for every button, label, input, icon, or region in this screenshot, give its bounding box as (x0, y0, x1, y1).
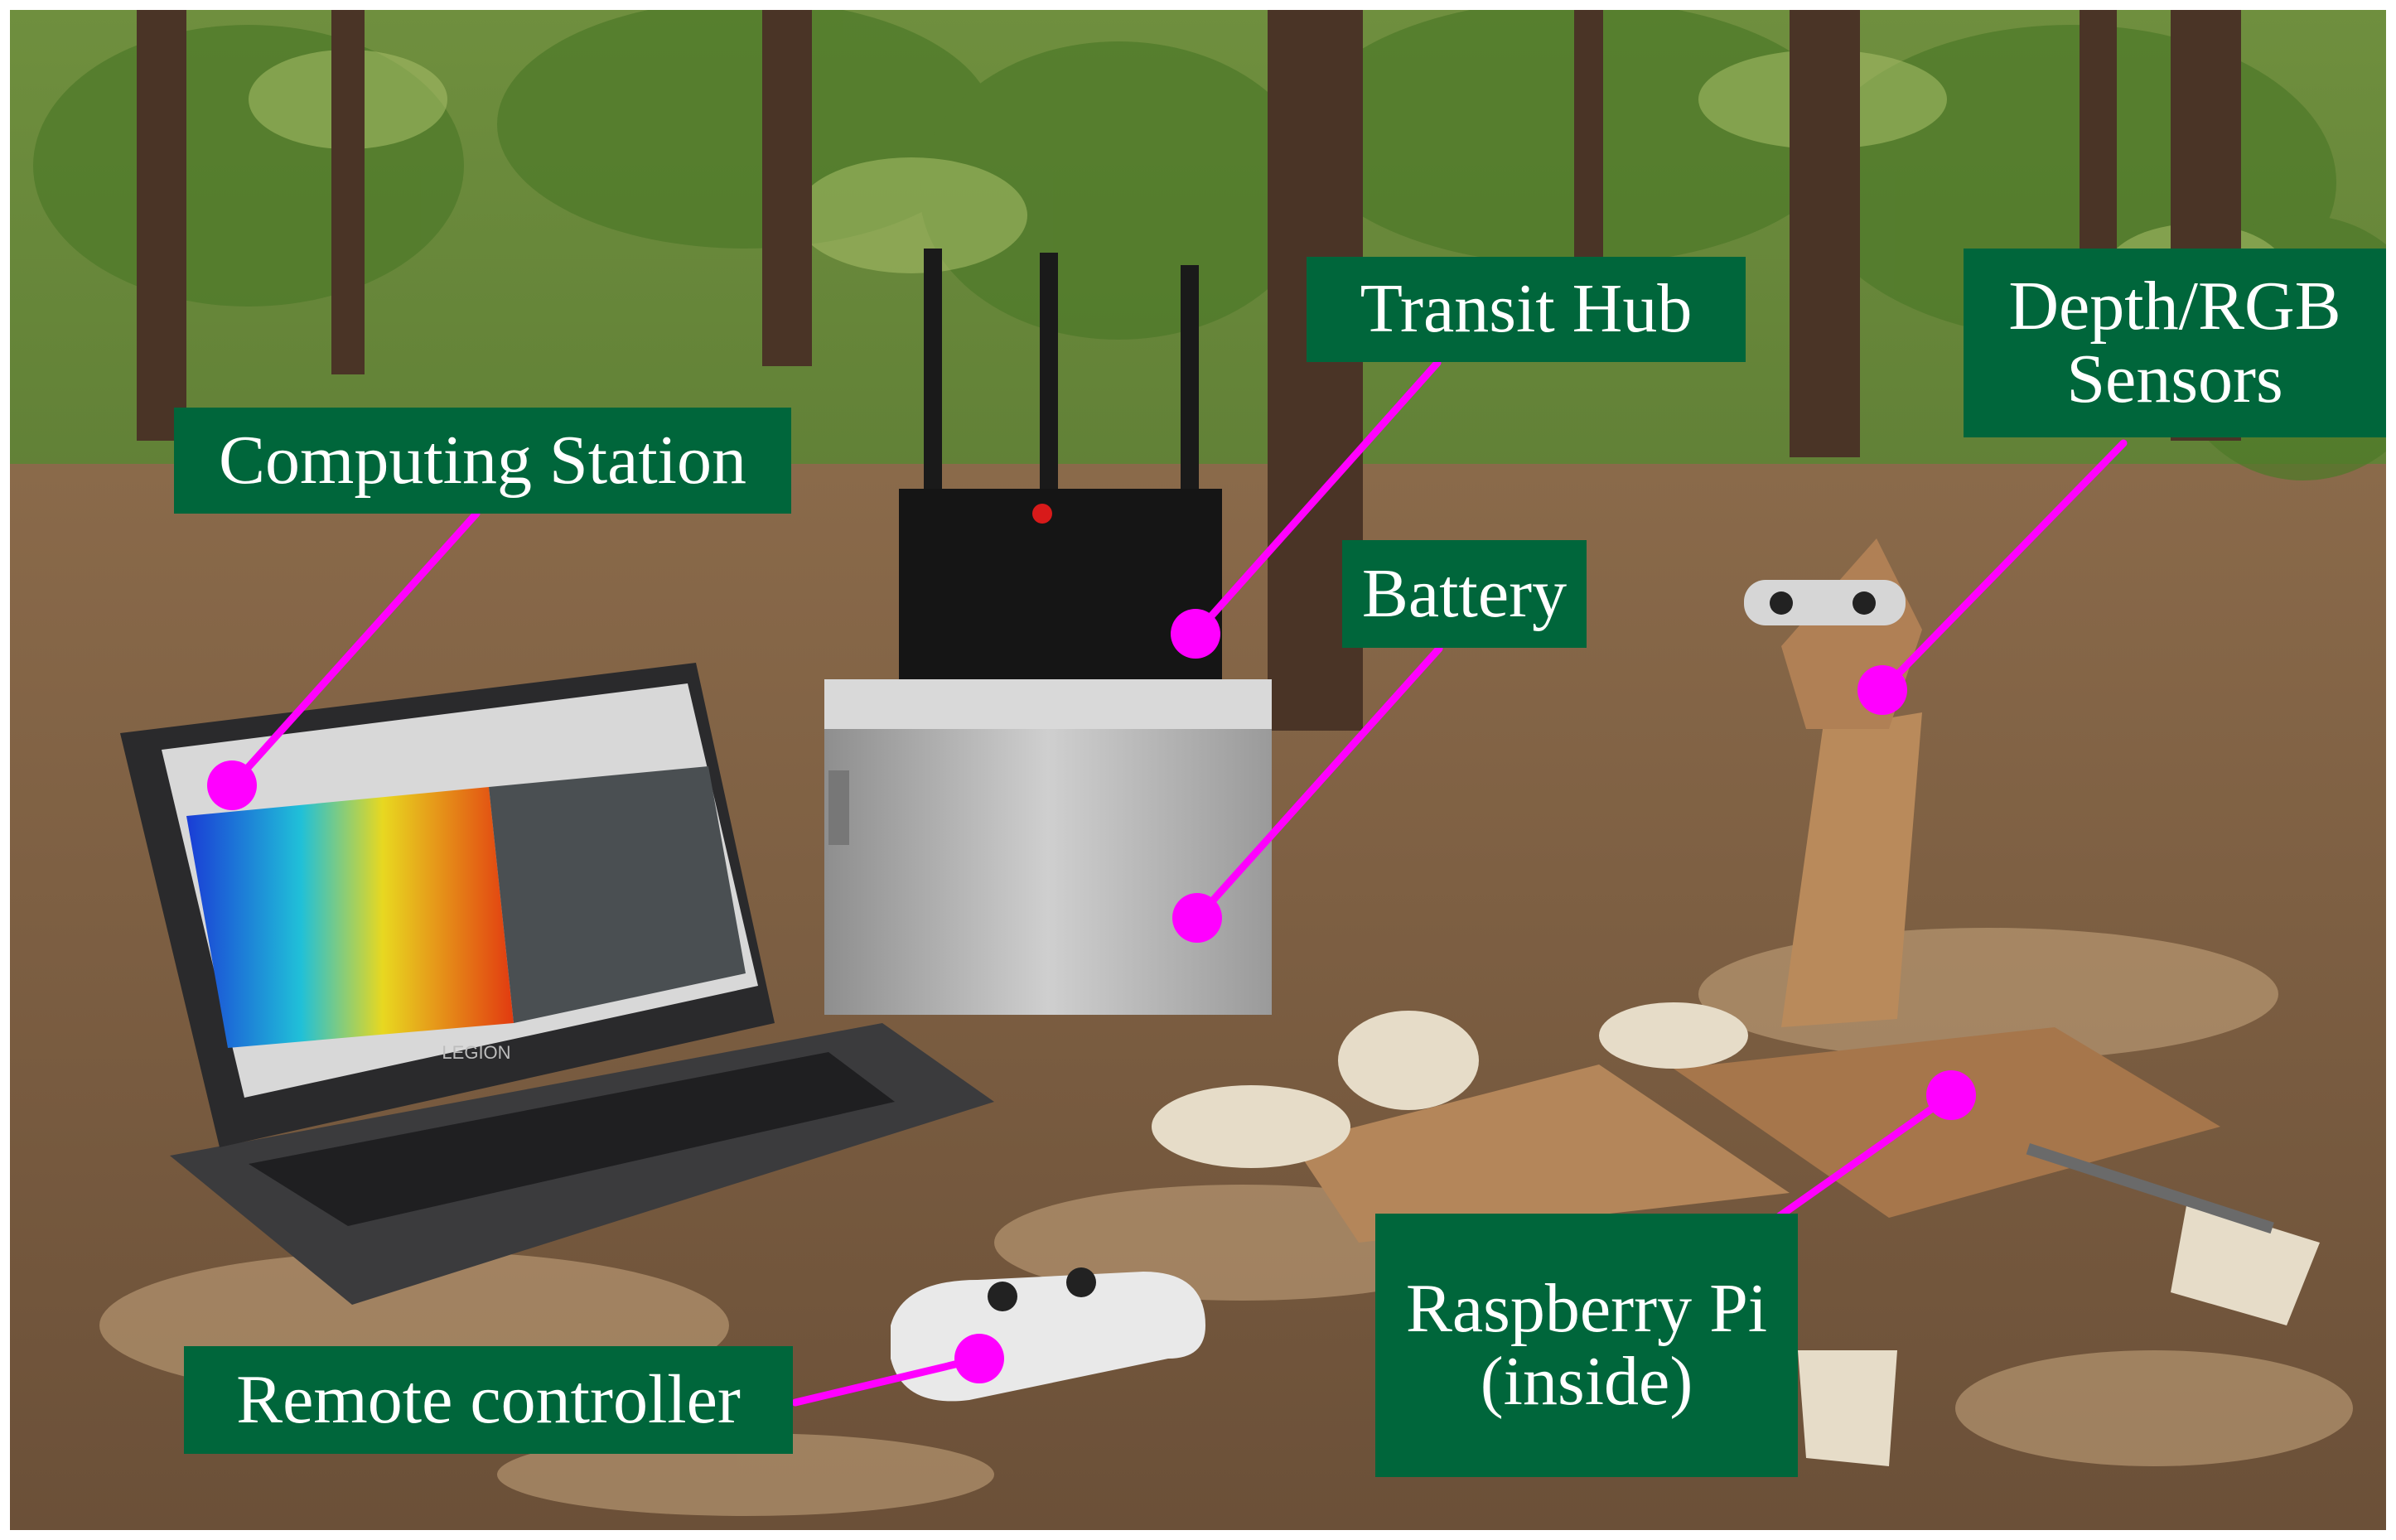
tree-trunks (137, 10, 2241, 731)
label-raspberry-pi-line2: (inside) (1480, 1343, 1693, 1420)
laptop-screen-depth-image (186, 787, 514, 1048)
label-remote-controller: Remote controller (184, 1346, 793, 1454)
label-depth-rgb-sensors-line1: Depth/RGB (2008, 267, 2341, 345)
label-raspberry-pi-line1: Raspberry Pi (1405, 1269, 1768, 1347)
robot-flipper-back (1599, 1002, 1748, 1069)
callout-line-computing-station (228, 509, 481, 789)
callout-lines (228, 359, 2128, 1407)
battery-top (824, 679, 1272, 729)
robot-flipper-left-2 (1338, 1011, 1479, 1110)
callout-dots (207, 609, 1976, 1383)
gamepad-thumbstick-right (1066, 1267, 1096, 1297)
callout-dot-battery (1172, 893, 1222, 943)
label-transit-hub: Transit Hub (1307, 257, 1746, 362)
callout-dot-computing-station (207, 760, 257, 810)
router-logo (1032, 504, 1052, 524)
robot-flipper-right (2171, 1201, 2320, 1325)
label-remote-controller-text: Remote controller (236, 1360, 741, 1438)
robot-camera-lens (1770, 591, 1793, 615)
label-depth-rgb-sensors-line2: Sensors (2066, 340, 2283, 418)
callout-line-battery (1193, 644, 1443, 922)
robot-flipper-left (1152, 1085, 1350, 1168)
label-computing-station: Computing Station (174, 408, 791, 514)
gamepad-thumbstick-left (988, 1282, 1017, 1311)
router-antenna-middle (1040, 253, 1058, 497)
robot-neck (1781, 712, 1922, 1027)
label-transit-hub-text: Transit Hub (1360, 270, 1693, 348)
router-antenna-left (924, 249, 942, 497)
label-battery: Battery (1342, 540, 1587, 648)
callout-line-raspberry-pi (1767, 1091, 1955, 1226)
callout-dot-transit-hub (1171, 609, 1220, 659)
robot-frame-bar (2026, 1142, 2274, 1234)
router-antenna-right (1181, 265, 1199, 501)
battery-handle (828, 770, 849, 845)
callout-dot-depth-rgb (1857, 665, 1907, 715)
callout-dot-raspberry-pi (1926, 1070, 1976, 1120)
laptop-brand: LEGION (442, 1042, 510, 1063)
callout-line-remote-controller (791, 1354, 983, 1407)
label-raspberry-pi: Raspberry Pi (inside) (1375, 1214, 1798, 1477)
laptop-screen-rgb-image (489, 766, 746, 1023)
robot-flipper-front (1798, 1350, 1897, 1466)
battery-box (824, 679, 1272, 1015)
laptop-keys (249, 1052, 895, 1226)
robot-body-left (1292, 1064, 1790, 1243)
callout-line-depth-rgb (1878, 439, 2128, 694)
legged-robot (1152, 538, 2320, 1466)
label-battery-text: Battery (1361, 554, 1568, 632)
label-depth-rgb-sensors: Depth/RGB Sensors (1964, 249, 2386, 437)
label-computing-station-text: Computing Station (218, 421, 747, 499)
battery-body (824, 679, 1272, 1015)
robot-body-right (1674, 1027, 2220, 1218)
robot-camera-lens-2 (1853, 591, 1876, 615)
robot-depth-camera (1744, 580, 1906, 625)
laptop: LEGION (120, 663, 994, 1305)
callout-line-transit-hub (1191, 359, 1442, 638)
callout-dot-remote-controller (954, 1334, 1004, 1383)
